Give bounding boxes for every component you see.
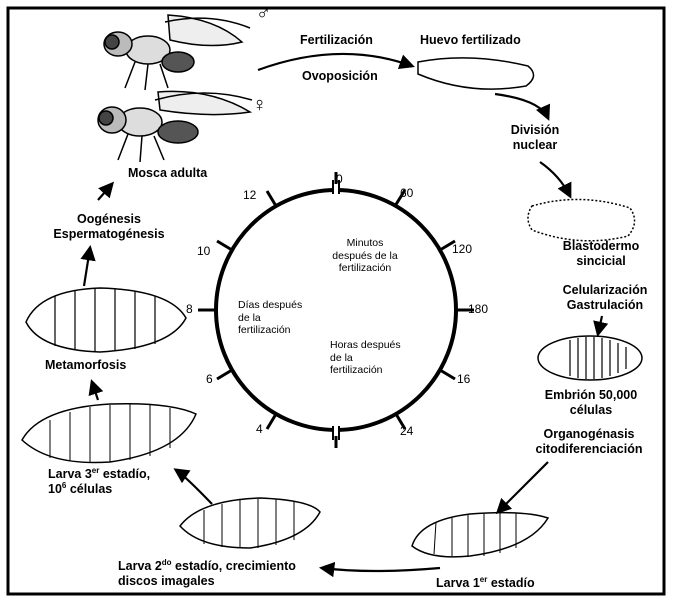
male-fly-illustration [104, 15, 250, 90]
larva3-label: Larva 3er estadío, 106 células [48, 467, 150, 497]
arrow-larva1-to-larva2 [322, 568, 440, 571]
tick-mark-12 [267, 191, 276, 206]
arrow-egg-to-division [495, 94, 548, 118]
larva-first-instar-illustration [412, 513, 548, 557]
arrow-larva2-to-larva3 [176, 470, 212, 504]
female-fly-illustration [98, 91, 252, 162]
embryo-illustration [538, 336, 642, 380]
oviposition-label: Ovoposición [302, 69, 378, 84]
blastoderm-illustration [528, 199, 635, 240]
male-symbol: ♂ [256, 6, 271, 21]
clock-tick-12: 12 [243, 188, 256, 202]
adult-label: Mosca adulta [128, 166, 207, 181]
clock-tick-0: 0 [336, 172, 343, 186]
tick-mark-6 [217, 370, 232, 379]
clock-tick-24: 24 [400, 424, 413, 438]
larva-third-instar-illustration [22, 404, 196, 463]
clock-tick-6: 6 [206, 372, 213, 386]
arrow-pupa-to-gametogenesis [84, 248, 90, 286]
egg-illustration [418, 58, 534, 89]
fertilized-egg-label: Huevo fertilizado [420, 33, 521, 48]
clock-tick-16: 16 [457, 372, 470, 386]
pupa-illustration [26, 288, 186, 352]
arrow-larva3-to-metamorphosis [92, 382, 98, 400]
clock-tick-60: 60 [400, 186, 413, 200]
clock-tick-4: 4 [256, 422, 263, 436]
fertilization-label: Fertilización [300, 33, 373, 48]
clock-tick-8: 8 [186, 302, 193, 316]
larva2-label: Larva 2do estadío, crecimiento discos im… [118, 559, 296, 589]
metamorphosis-label: Metamorfosis [45, 358, 126, 373]
larva-second-instar-illustration [180, 498, 320, 548]
arrow-division-to-blastoderm [540, 162, 570, 196]
larva1-label: Larva 1er estadío [436, 576, 535, 591]
arrow-gametogenesis-to-adult [98, 184, 112, 200]
arrow-organogenesis-to-larva1 [498, 462, 548, 512]
tick-mark-16 [440, 370, 455, 379]
clock-tick-180: 180 [468, 302, 488, 316]
arrow-gastrulation-to-embryo [598, 316, 602, 334]
tick-mark-4 [267, 414, 276, 429]
clock-tick-10: 10 [197, 244, 210, 258]
tick-mark-10 [217, 241, 232, 250]
clock-tick-120: 120 [452, 242, 472, 256]
arrow-fly-to-egg [258, 54, 412, 70]
female-symbol: ♀ [252, 98, 267, 113]
